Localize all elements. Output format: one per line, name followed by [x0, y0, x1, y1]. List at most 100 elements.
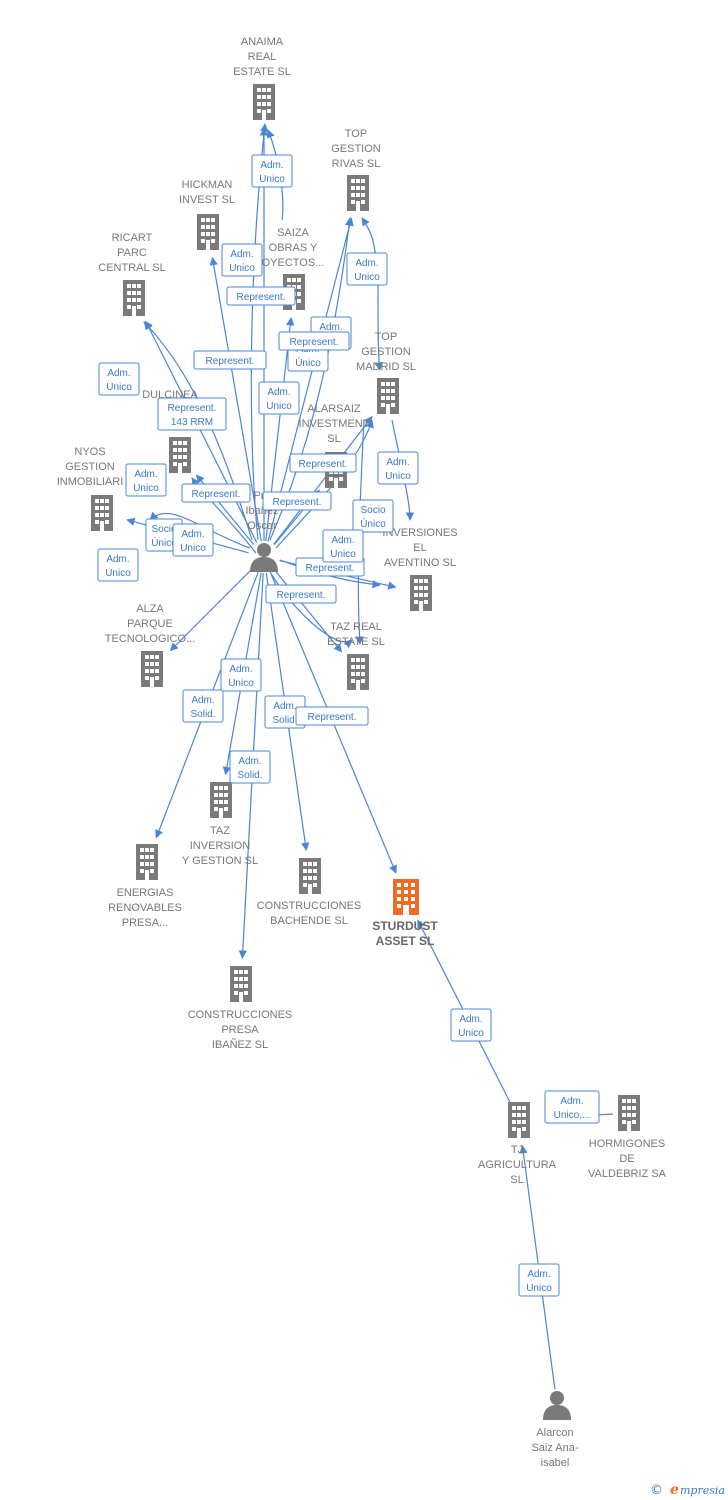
edge-label[interactable]: Adm. Solid. [264, 695, 306, 729]
edge-label[interactable]: Adm.Unico [450, 1008, 492, 1042]
node-label: PARQUE [127, 618, 173, 630]
node-label: TOP [375, 331, 397, 343]
edge-label-box [182, 689, 224, 723]
edge-label[interactable]: Represent. [278, 331, 350, 351]
edge-label[interactable]: Represent. [265, 584, 337, 604]
edge-label[interactable]: Adm.Unico [346, 252, 388, 286]
node-label: GESTION [65, 461, 115, 473]
edge-label-box [220, 658, 262, 692]
edge-label[interactable]: Adm.Unico [377, 451, 419, 485]
edge-label-text: Adm. [181, 529, 204, 540]
edge-label-box [322, 529, 364, 563]
edge-label-text: Adm. [273, 701, 296, 712]
building-icon [508, 1102, 530, 1138]
node-label: OYECTOS... [262, 257, 325, 269]
edge-labels-layer: Adm.UnicoAdm.UnicoAdm.UnicoRepresent.Adm… [97, 154, 600, 1297]
node-label: RICART [112, 232, 153, 244]
node-label: INVERSIONES [382, 527, 457, 539]
node-alza[interactable]: ALZAPARQUETECNOLOGICO... [105, 603, 195, 687]
edge-label-text: Adm. [527, 1269, 550, 1280]
edge-label[interactable]: Represent. [193, 350, 267, 370]
node-label: ASSET SL [376, 934, 435, 948]
node-label: GESTION [331, 143, 381, 155]
edge-label-text: Socio [360, 505, 385, 516]
edge-label[interactable]: Adm.Solid. [182, 689, 224, 723]
edge-label[interactable]: Adm. Unico [172, 523, 214, 557]
edge-label-box [352, 499, 394, 533]
edge-label-box [377, 451, 419, 485]
building-icon [253, 84, 275, 120]
person-icon [250, 543, 278, 572]
edge-label[interactable]: Adm.Unico [322, 529, 364, 563]
edge-curve-2 [269, 217, 354, 541]
edge-label[interactable]: Represent. [295, 706, 369, 726]
edge-label[interactable]: Represent. [181, 483, 251, 503]
edge-label-box [544, 1090, 600, 1124]
edge-label[interactable]: Adm.Unico [251, 154, 293, 188]
edge-label-text: Unico [228, 678, 254, 689]
edge-label-text: Represent. [277, 590, 326, 601]
node-label: DE [619, 1153, 634, 1165]
building-icon [230, 966, 252, 1002]
building-icon [393, 879, 419, 915]
building-icon [299, 858, 321, 894]
node-label: REAL [248, 51, 277, 63]
edge-label[interactable]: Adm.Solid. [229, 750, 271, 784]
edge-label[interactable]: Adm.Unico [258, 381, 300, 415]
edge-label-text: Unico [354, 272, 380, 283]
edge-label[interactable]: Adm.Unico [518, 1263, 560, 1297]
edge-label-text: Represent. [237, 292, 286, 303]
edge-label-text: Represent. [306, 563, 355, 574]
edge-label-text: Unico [180, 543, 206, 554]
edge-label-text: Unico [133, 483, 159, 494]
edge-label[interactable]: Adm.Unico,... [544, 1090, 600, 1124]
edge-label[interactable]: Represent. [262, 491, 332, 511]
edge-label-box [229, 750, 271, 784]
edge-label-text: Solid. [272, 715, 297, 726]
edge-label-text: Unico [266, 401, 292, 412]
brand-footer[interactable]: © e mpresia [650, 1482, 725, 1498]
edge-label-text: Adm. [229, 664, 252, 675]
person-icon [543, 1391, 571, 1420]
node-energias[interactable]: ENERGIASRENOVABLESPRESA... [108, 844, 182, 929]
edge-label-text: Adm. [331, 535, 354, 546]
edge-label[interactable]: Adm.Unico [97, 548, 139, 582]
node-label: PRESA [221, 1024, 259, 1036]
edge-label[interactable]: Adm. Unico [220, 658, 262, 692]
edge-label[interactable]: Represent. [289, 453, 357, 473]
edge-curve-6 [279, 559, 381, 589]
node-label: HICKMAN [182, 179, 233, 191]
edge-label[interactable]: Represent.143 RRM [157, 397, 227, 431]
edge-label-box [278, 331, 350, 351]
node-label: isabel [541, 1457, 570, 1469]
edge-label-box [518, 1263, 560, 1297]
edge-label-text: Adm. [238, 756, 261, 767]
node-label: SL [510, 1174, 523, 1186]
edge-label[interactable]: Represent. [226, 286, 296, 306]
edge-label[interactable]: Adm.Unico [221, 243, 263, 277]
node-label: TECNOLOGICO... [105, 633, 195, 645]
edge-label-text: Unico [385, 471, 411, 482]
node-label: ANAIMA [241, 36, 284, 48]
edge-label[interactable]: Adm.Unico [125, 463, 167, 497]
edge-label[interactable]: Adm.Unico [98, 362, 140, 396]
